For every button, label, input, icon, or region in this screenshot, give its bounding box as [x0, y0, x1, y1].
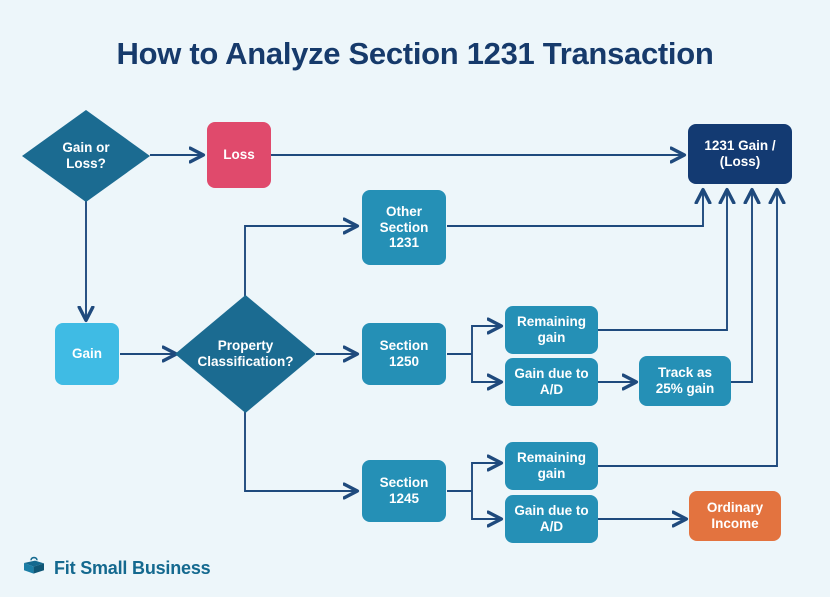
node-gain-due-to-ad-1245[interactable]: Gain due to A/D — [505, 495, 598, 543]
node-loss[interactable]: Loss — [207, 122, 271, 188]
node-remaining-gain-1250-label: Remaining gain — [516, 314, 586, 345]
node-gain-label: Gain — [71, 346, 102, 362]
node-gain[interactable]: Gain — [55, 323, 119, 385]
node-section-1250-label: Section 1250 — [379, 338, 429, 369]
node-track-as-25-gain-label: Track as 25% gain — [655, 365, 715, 396]
node-gain-due-to-ad-1245-label: Gain due to A/D — [514, 503, 589, 534]
node-section-1245-label: Section 1245 — [379, 475, 429, 506]
node-remaining-gain-1245-label: Remaining gain — [516, 450, 586, 481]
node-other-section-1231-label: Other Section 1231 — [379, 203, 429, 251]
node-gain-or-loss-label: Gain or Loss? — [62, 139, 110, 171]
brand-name: Fit Small Business — [54, 558, 211, 578]
node-section-1245[interactable]: Section 1245 — [362, 460, 446, 522]
page-title: How to Analyze Section 1231 Transaction — [116, 36, 714, 71]
node-result-1231-gain-loss-label: 1231 Gain / (Loss) — [704, 138, 776, 169]
node-other-section-1231[interactable]: Other Section 1231 — [362, 190, 446, 265]
node-result-1231-gain-loss[interactable]: 1231 Gain / (Loss) — [688, 124, 792, 184]
node-property-classification[interactable]: Property Classification? — [175, 295, 316, 413]
node-gain-due-to-ad-1250[interactable]: Gain due to A/D — [505, 358, 598, 406]
node-track-as-25-gain[interactable]: Track as 25% gain — [639, 356, 731, 406]
briefcase-icon — [22, 556, 46, 581]
node-ordinary-income-label: Ordinary Income — [706, 500, 764, 531]
node-gain-or-loss[interactable]: Gain or Loss? — [22, 110, 150, 202]
node-gain-due-to-ad-1250-label: Gain due to A/D — [514, 366, 589, 397]
node-property-classification-label: Property Classification? — [197, 337, 294, 369]
node-remaining-gain-1245[interactable]: Remaining gain — [505, 442, 598, 490]
node-remaining-gain-1250[interactable]: Remaining gain — [505, 306, 598, 354]
footer-brand: Fit Small Business — [22, 556, 211, 581]
node-section-1250[interactable]: Section 1250 — [362, 323, 446, 385]
node-ordinary-income[interactable]: Ordinary Income — [689, 491, 781, 541]
node-loss-label: Loss — [223, 147, 255, 163]
